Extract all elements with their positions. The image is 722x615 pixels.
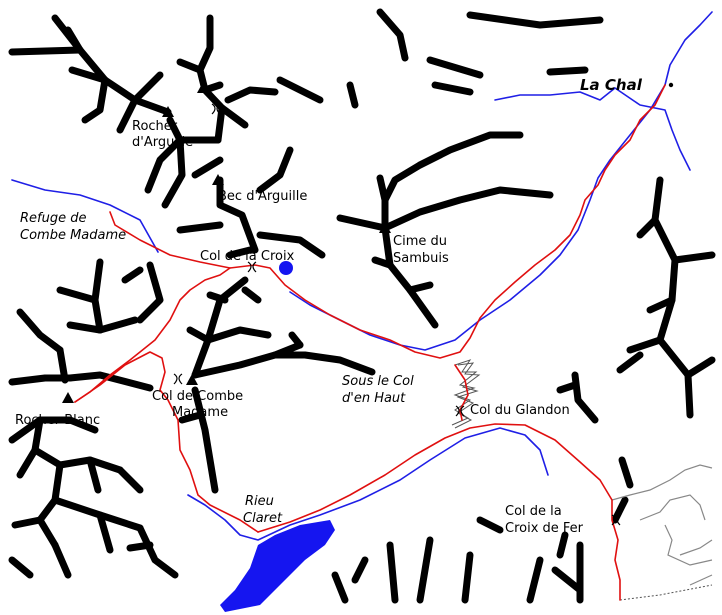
label-rieu-line2: Claret xyxy=(243,511,283,526)
peak-rocher-arguille-icon xyxy=(162,106,174,117)
label-col-combe-line2: Madame xyxy=(172,405,228,420)
roads xyxy=(451,359,713,601)
pass-arguille-icon xyxy=(211,103,221,115)
label-bec-arguille: Bec d'Arguille xyxy=(218,189,307,204)
ridge-lines xyxy=(8,8,716,604)
peak-bec-arguille-icon xyxy=(212,174,224,185)
pass-glandon-icon xyxy=(455,405,465,417)
lake-claret xyxy=(220,520,335,612)
lakes xyxy=(220,261,335,612)
label-rocher-arguille-line2: d'Arguille xyxy=(132,135,193,150)
pass-col-croix-icon xyxy=(247,261,257,273)
label-refuge-line2: Combe Madame xyxy=(20,228,126,243)
label-cime-sambuis-line2: Sambuis xyxy=(393,251,449,266)
label-rocher-arguille-line1: Rocher xyxy=(132,119,178,134)
hiking-route xyxy=(74,84,666,601)
label-sous-col-line1: Sous le Col xyxy=(342,374,414,389)
label-sous-col-line2: d'en Haut xyxy=(342,391,406,406)
peak-combe-madame-icon xyxy=(186,374,198,385)
pass-combe-madame-icon xyxy=(173,373,183,385)
rivers xyxy=(11,11,713,541)
map-labels: La Chal Rocher d'Arguille Bec d'Arguille… xyxy=(15,76,643,536)
label-col-combe-line1: Col de Combe xyxy=(152,389,243,404)
label-cime-sambuis-line1: Cime du xyxy=(393,234,447,249)
peak-arguille-top-icon xyxy=(197,82,209,93)
label-col-croix: Col de la Croix xyxy=(200,249,295,264)
peak-rocher-blanc-icon xyxy=(62,392,74,403)
lake-col-croix xyxy=(279,261,293,275)
label-croix-fer-line2: Croix de Fer xyxy=(505,521,584,536)
peak-markers xyxy=(62,82,674,403)
village-la-chal-icon xyxy=(668,82,674,88)
label-rieu-line1: Rieu xyxy=(245,494,274,509)
label-la-chal: La Chal xyxy=(580,76,643,94)
label-refuge-line1: Refuge de xyxy=(20,211,86,226)
label-rocher-blanc: Rocher Blanc xyxy=(15,413,100,428)
label-col-glandon: Col du Glandon xyxy=(470,403,570,418)
pass-markers xyxy=(173,103,621,526)
peak-cime-sambuis-icon xyxy=(379,222,391,233)
pass-croix-fer-icon xyxy=(611,514,621,526)
label-croix-fer-line1: Col de la xyxy=(505,504,562,519)
